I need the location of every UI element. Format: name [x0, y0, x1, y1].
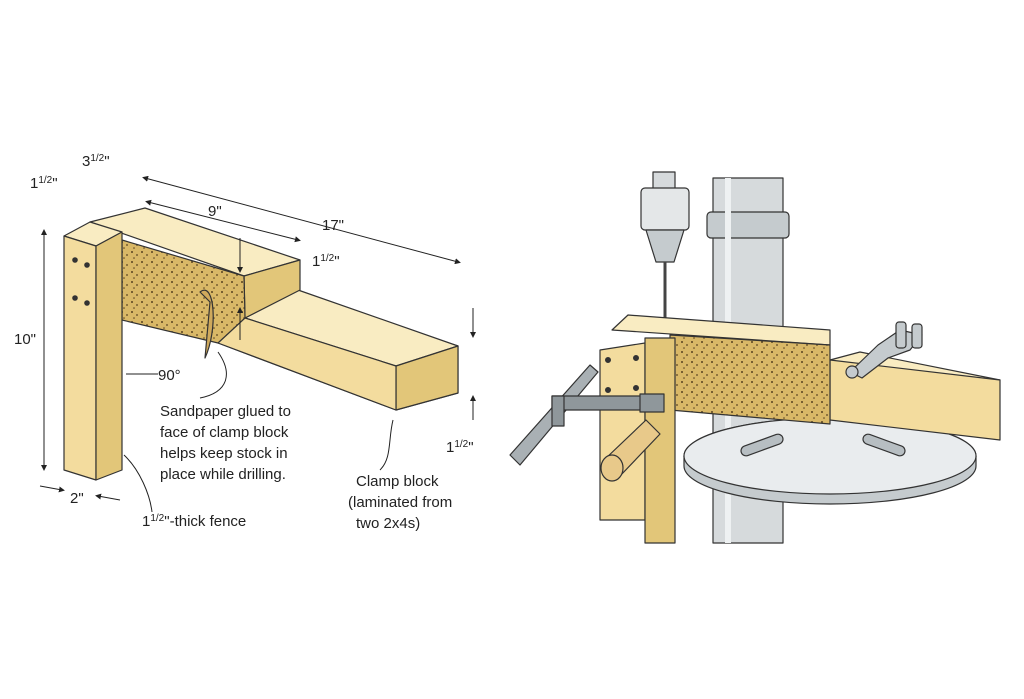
chuck-jaws	[645, 229, 685, 263]
dim-fence-height: 10"	[14, 331, 36, 348]
callout-sandpaper: Sandpaper glued to face of clamp block h…	[160, 403, 295, 483]
dim-top-depth: 31/2"	[82, 153, 110, 170]
dim-top-width: 9"	[208, 203, 222, 220]
drill-press-scene	[509, 171, 1001, 544]
callout-clamp-block: Clamp block (laminated from two 2x4s)	[348, 473, 456, 532]
fence-side	[95, 231, 123, 481]
dimension-lines	[39, 175, 476, 513]
fence-front	[63, 235, 97, 481]
clamp-block-sandpaper	[669, 334, 831, 425]
dim-fence-width: 2"	[70, 490, 84, 507]
jig-drawing	[63, 207, 459, 481]
dim-end-thickness: 11/2"	[446, 439, 474, 456]
dim-overall-length: 17"	[322, 217, 344, 234]
dim-angle: 90°	[158, 367, 181, 384]
dim-top-left: 11/2"	[30, 175, 58, 192]
toggle-clamp	[845, 321, 923, 379]
chuck-body	[640, 187, 690, 231]
callout-fence: 11/2"-thick fence	[142, 513, 246, 530]
dim-step-height: 11/2"	[312, 253, 340, 270]
fence-board	[644, 337, 676, 544]
